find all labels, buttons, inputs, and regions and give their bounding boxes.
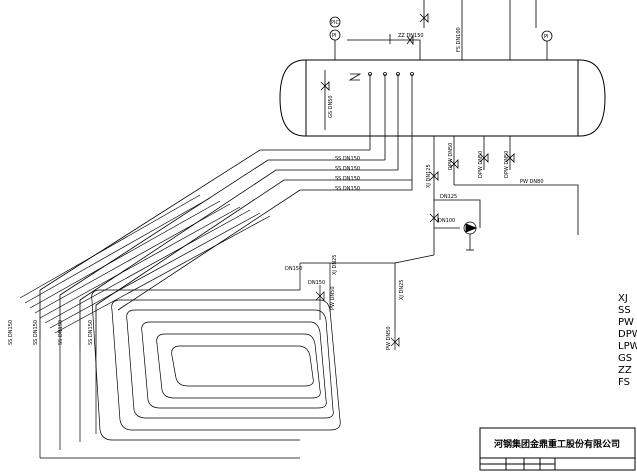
legend-code: GS (618, 353, 632, 364)
title-block (479, 427, 636, 471)
legend-row: DPW (618, 329, 637, 340)
xj-to-coil (300, 254, 435, 264)
dpw-valve-3-icon (505, 153, 515, 163)
tank-internal (320, 70, 414, 180)
ss-line-1 (39, 149, 370, 340)
coil-loop-2 (111, 299, 341, 431)
company-name: 河钢集团金鼎重工股份有限公司 (494, 438, 620, 450)
coil-loop-6 (171, 345, 314, 387)
dpw-label-2: DPW DN50 (478, 151, 484, 178)
legend-row: FS (618, 377, 630, 388)
coil-loop-outer (91, 263, 301, 441)
dn125-line (434, 199, 481, 228)
coil-pw-label: PW DN50 (330, 286, 336, 310)
legend-code: LPW (618, 341, 637, 352)
coil-entry-zig (348, 73, 362, 81)
tank (279, 59, 606, 137)
legend-row: XJ (618, 293, 628, 304)
dpw-label-1: DPW DN50 (448, 143, 454, 170)
upper-coil-line-5 (39, 206, 241, 319)
legend-row: GS (618, 353, 632, 364)
legend-code: XJ (618, 293, 628, 304)
upper-coil-line-3 (29, 200, 221, 309)
upper-coil-line-4 (34, 203, 231, 314)
ss-label-4: SS DN150 (335, 186, 360, 192)
pi-right-label: PI (544, 34, 549, 40)
legend-code: ZZ (618, 365, 632, 376)
upper-coil-line-7 (49, 212, 261, 329)
left-ss-label-2: SS DN150 (33, 320, 39, 345)
vent-valve-icon (419, 13, 429, 23)
pic-instrument-icon (329, 16, 341, 28)
ss-label-1: SS DN150 (335, 156, 360, 162)
pic-label: PIC (331, 20, 339, 26)
dpw-label-3: DPW DN50 (504, 151, 510, 178)
pi-label: PI (332, 33, 337, 39)
dpw-valve-1-icon (449, 159, 459, 169)
zz-valve-icon (406, 34, 414, 46)
legend-code: FS (618, 377, 630, 388)
zz-line (347, 39, 421, 60)
legend: XJ SS PW DPW LPW GS ZZ FS (618, 293, 637, 388)
legend-row: PW (618, 317, 634, 328)
pw-bottom-label: PW DN50 (386, 326, 392, 350)
upper-coil-line-1 (19, 194, 201, 299)
legend-row: LPW (618, 341, 637, 352)
pump-arrow-icon (465, 223, 478, 233)
dpw-valve-2-icon (479, 153, 489, 163)
gs-valve-icon (320, 81, 330, 91)
left-ss-label-4: SS DN150 (88, 320, 94, 345)
ss-label-2: SS DN150 (335, 166, 360, 172)
upper-coil-line-2 (24, 197, 211, 304)
legend-row: ZZ (618, 365, 632, 376)
instruments (329, 16, 553, 60)
legend-code: SS (618, 305, 631, 316)
coil-loop-4 (141, 321, 327, 409)
title-block-frame (479, 427, 636, 471)
coil-dn150b-label: DN150 (308, 280, 325, 286)
left-ss-label-1: SS DN150 (8, 320, 14, 345)
xj-system (300, 136, 481, 330)
dpw-branches (449, 136, 579, 235)
top-pipes (347, 0, 537, 60)
coil-pw-valve-icon (315, 291, 325, 301)
xj-valve-icon (429, 171, 439, 181)
pw-top-line (454, 184, 579, 235)
legend-code: PW (618, 317, 634, 328)
ss-line-2 (59, 159, 385, 345)
dn125-label: DN125 (440, 194, 457, 200)
ss-label-3: SS DN150 (335, 176, 360, 182)
upper-coil (19, 194, 271, 334)
ss-line-5 (117, 180, 413, 311)
coil-xj2-label: XJ DN25 (399, 280, 405, 300)
ss-line-3 (79, 169, 398, 350)
legend-code: DPW (618, 329, 637, 340)
coil-xj-label: XJ DN25 (332, 255, 338, 275)
coil-dn150-label: DN150 (285, 266, 302, 272)
gs-label: GS DN50 (328, 95, 334, 118)
upper-coil-line-8 (54, 215, 271, 334)
coil-loop-5 (156, 333, 321, 399)
pw-top-label: PW DN80 (520, 179, 544, 185)
xj-main-label: XJ DN125 (426, 164, 432, 188)
lower-coil (39, 263, 400, 459)
left-ss-label-3: SS DN150 (58, 320, 64, 345)
zz-label: ZZ DN150 (398, 33, 424, 39)
upper-coil-line-6 (44, 209, 251, 324)
ss-lines (39, 149, 413, 355)
legend-row: SS (618, 305, 631, 316)
pw-bottom-valve-icon (390, 337, 400, 347)
tank-shell (279, 59, 606, 137)
ss-line-4 (95, 179, 412, 355)
dn100-label: DN100 (438, 218, 455, 224)
dn100-valve-icon (429, 213, 439, 223)
coil-loop-3 (126, 309, 334, 419)
fs-label: FS DN100 (456, 27, 462, 52)
